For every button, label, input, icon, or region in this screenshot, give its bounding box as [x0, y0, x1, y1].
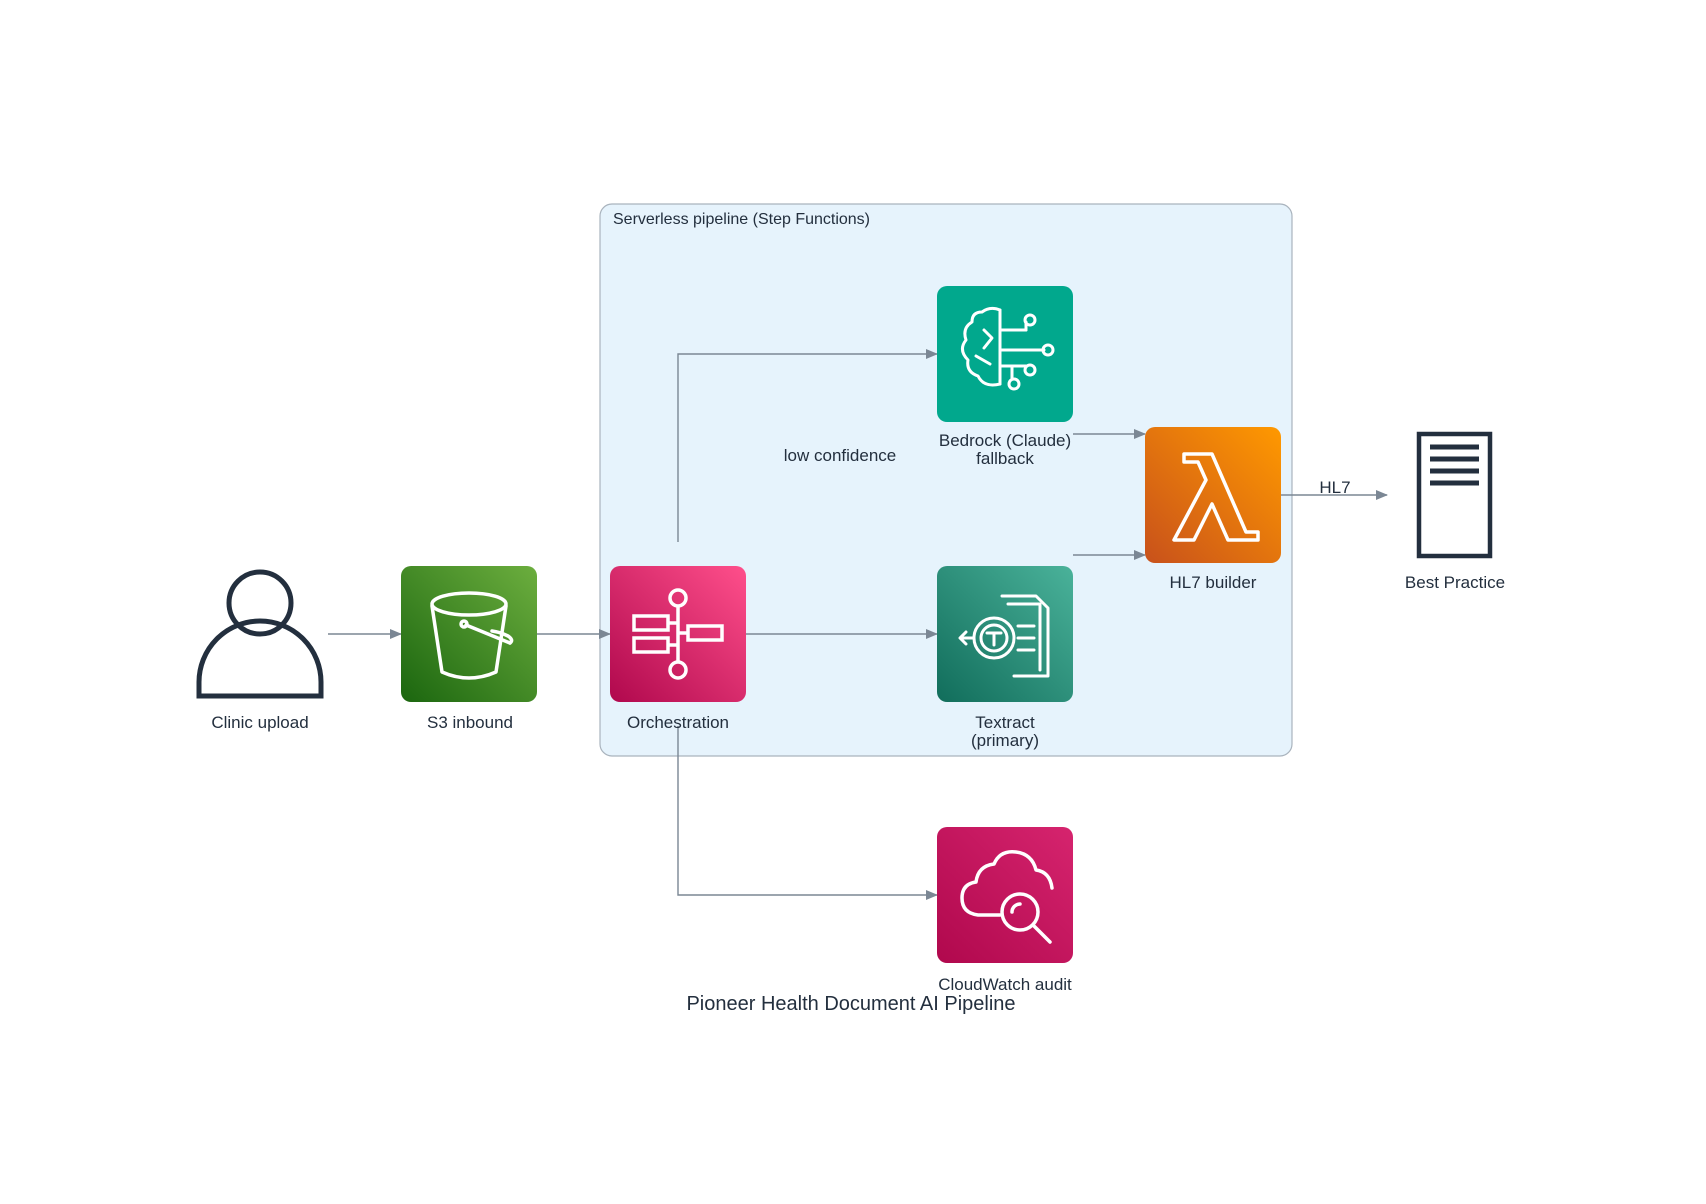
edge-orchestration-bedrock — [677, 349, 938, 542]
textract-label-line1: Textract — [975, 713, 1035, 732]
bedrock-label-line2: fallback — [976, 449, 1034, 468]
s3-inbound-label: S3 inbound — [426, 713, 514, 732]
edges — [328, 349, 1388, 900]
cloudwatch-icon — [937, 827, 1073, 963]
best-practice-label: Best Practice — [1404, 573, 1506, 592]
server-icon — [1416, 431, 1493, 559]
orchestration-label: Orchestration — [626, 713, 730, 732]
hl7-builder-label: HL7 builder — [1169, 573, 1257, 592]
lambda-icon — [1145, 427, 1281, 563]
pipeline-cluster — [599, 203, 1293, 757]
edge-label-hl7: HL7 — [1319, 478, 1351, 497]
edge-label-low-confidence: low confidence — [783, 446, 897, 465]
bedrock-brain-icon — [937, 286, 1073, 422]
diagram-title: Pioneer Health Document AI Pipeline — [686, 993, 1016, 1015]
textract-label-line2: (primary) — [971, 731, 1039, 750]
textract-icon — [937, 566, 1073, 702]
step-functions-icon — [610, 566, 746, 702]
cluster-label: Serverless pipeline (Step Functions) — [613, 211, 871, 228]
s3-bucket-icon — [401, 566, 537, 702]
textract-label: Textract (primary) — [920, 714, 1090, 750]
user-icon — [196, 569, 324, 699]
clinic-upload-label: Clinic upload — [211, 713, 309, 732]
cloudwatch-audit-label: CloudWatch audit — [938, 975, 1072, 994]
edge-orchestration-cloudwatch — [677, 726, 938, 900]
bedrock-label-line1: Bedrock (Claude) — [938, 431, 1072, 450]
bedrock-label: Bedrock (Claude) fallback — [920, 432, 1090, 468]
